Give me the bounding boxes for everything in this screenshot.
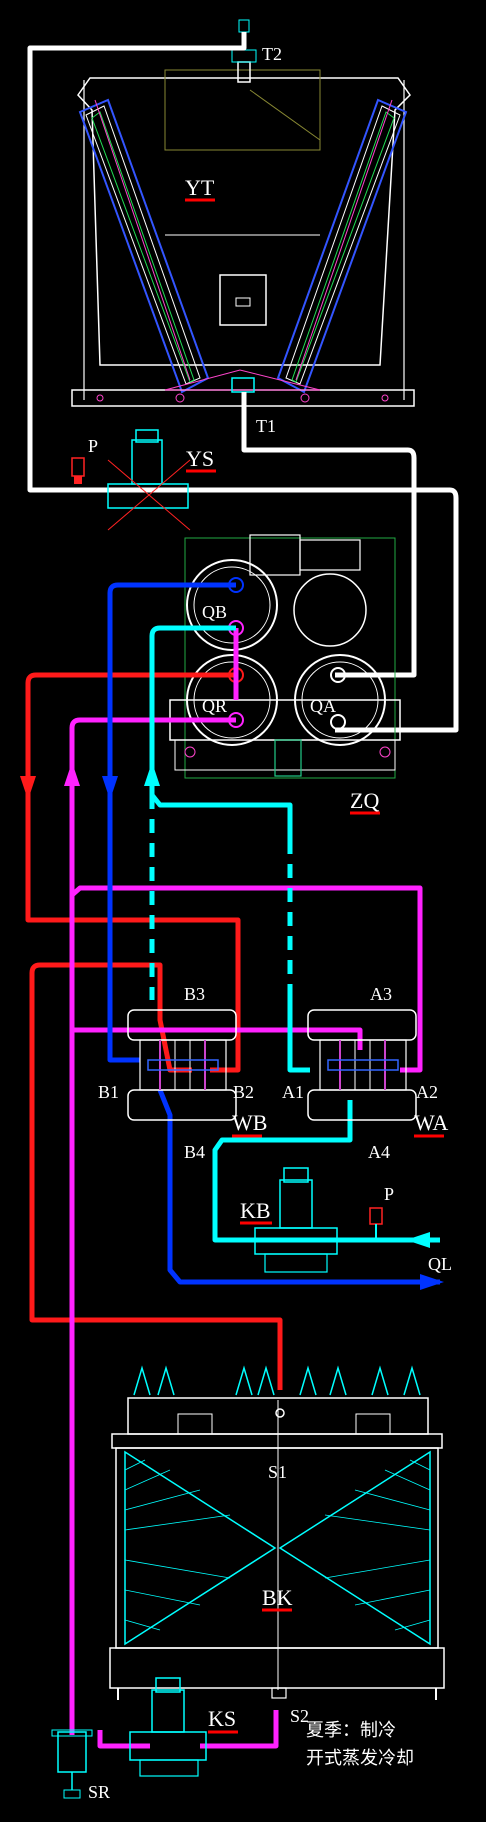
label-ys: YS bbox=[186, 446, 214, 471]
tower-water-loop bbox=[69, 628, 423, 1749]
label-a4: A4 bbox=[368, 1142, 390, 1162]
pump-kb bbox=[254, 1167, 383, 1273]
chilled-return-dashed bbox=[149, 795, 293, 1000]
label-qa: QA bbox=[310, 696, 336, 716]
label-p-top: P bbox=[88, 436, 98, 456]
label-zq: ZQ bbox=[350, 788, 379, 813]
label-a2: A2 bbox=[416, 1082, 438, 1102]
label-sr: SR bbox=[88, 1782, 110, 1802]
label-p-bottom: P bbox=[384, 1184, 394, 1204]
label-b3: B3 bbox=[184, 984, 205, 1004]
label-a1: A1 bbox=[282, 1082, 304, 1102]
exchanger-wb bbox=[127, 1009, 237, 1121]
pump-ys bbox=[71, 429, 191, 531]
label-t2: T2 bbox=[262, 44, 282, 64]
label-s2: S2 bbox=[290, 1706, 309, 1726]
label-wb: WB bbox=[232, 1110, 267, 1135]
label-b2: B2 bbox=[233, 1082, 254, 1102]
label-qb: QB bbox=[202, 602, 227, 622]
label-yt: YT bbox=[185, 175, 215, 200]
label-t1: T1 bbox=[256, 416, 276, 436]
pump-ks bbox=[129, 1677, 207, 1777]
label-b1: B1 bbox=[98, 1082, 119, 1102]
label-wa: WA bbox=[414, 1110, 448, 1135]
label-a3: A3 bbox=[370, 984, 392, 1004]
label-season: 夏季：制冷 bbox=[306, 1720, 396, 1741]
label-kb: KB bbox=[240, 1198, 271, 1223]
cooling-water-loop bbox=[27, 32, 459, 733]
chiller-zq bbox=[169, 534, 401, 779]
label-ks: KS bbox=[208, 1706, 236, 1731]
exchanger-wa bbox=[307, 1009, 417, 1121]
cooling-tower-bk bbox=[109, 1365, 445, 1700]
strainer-sr bbox=[51, 1729, 93, 1799]
label-mode: 开式蒸发冷却 bbox=[306, 1748, 414, 1769]
chilled-return-loop bbox=[149, 625, 440, 1243]
label-ql: QL bbox=[428, 1254, 452, 1274]
labels: T2 YT T1 P YS QB QR QA ZQ B3 A3 B1 B2 A1… bbox=[88, 44, 452, 1802]
label-bk: BK bbox=[262, 1585, 293, 1610]
label-qr: QR bbox=[202, 696, 227, 716]
flow-arrows bbox=[20, 762, 444, 1290]
top-unit-yt bbox=[71, 19, 415, 407]
label-b4: B4 bbox=[184, 1142, 205, 1162]
hot-water-loop bbox=[25, 672, 283, 1390]
label-s1: S1 bbox=[268, 1462, 287, 1482]
